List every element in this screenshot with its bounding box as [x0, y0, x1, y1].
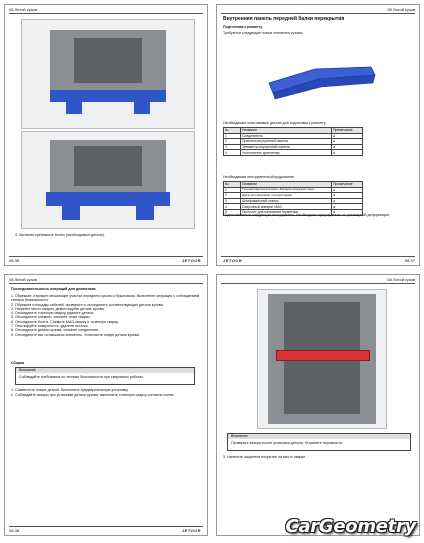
footnote: Подготовленные следующие инструменты. Не… — [223, 213, 391, 217]
manual-page-2: 08 Литой кузов Внутренняя панель передне… — [216, 4, 420, 266]
warning-label: Внимание — [228, 434, 410, 439]
page-title: Внутренняя панель передней балки перекры… — [223, 16, 345, 22]
highlighted-bracket — [62, 206, 80, 220]
page-header: 08 Литой кузов — [217, 275, 419, 284]
step-text: 1. Обрежьте, отрежьте мешающие участки п… — [11, 294, 200, 303]
page-number: 08-38 — [9, 528, 20, 533]
manual-page-4: 08 Литой кузов Внимание Проверьте зазоры… — [216, 274, 420, 536]
page-number: 08-36 — [9, 258, 20, 263]
section-title: 08 Литой кузов — [387, 7, 415, 12]
procedure-steps: 1. Обрежьте, отрежьте мешающие участки п… — [11, 294, 203, 337]
step-text: 1. Совместите новые детали. Выполните пр… — [11, 388, 129, 392]
step-text: 8. Отсоедините детали кузова, снимите со… — [11, 328, 100, 333]
warning-box: Внимание Соблюдайте требования по техник… — [15, 367, 195, 385]
prep-text: Требуются следующие новые элементы кузов… — [223, 31, 303, 35]
step-text: 3. Нагрейте место сварки, демонтируйте д… — [11, 306, 105, 311]
assembly-heading: Сборка — [11, 361, 24, 365]
brand-logo: JETOUR — [223, 258, 243, 263]
highlighted-part — [46, 192, 170, 206]
page-header: 08 Литой кузов — [217, 5, 419, 14]
step-text: 4. Отсоедините точечную сварку, удалите … — [11, 311, 95, 316]
header-rule — [9, 13, 203, 14]
step-text: 3. Нанесите защитное покрытие на место с… — [223, 455, 307, 459]
beam-part-illustration — [255, 39, 385, 115]
car-body-illustration-1 — [21, 19, 195, 129]
footer-rule — [9, 526, 203, 527]
page-footer: 08-38 JETOUR — [5, 525, 207, 535]
step-text: 2. Соблюдайте зазоры при установке детал… — [11, 393, 175, 397]
cell: Уплотнитель крепления — [240, 149, 332, 156]
page-number: 08-37 — [404, 258, 415, 263]
highlighted-bracket — [66, 102, 82, 114]
step-text: 2. Обрежьте площадку кабелей, проверьте … — [11, 302, 164, 307]
footer-rule — [221, 256, 415, 257]
step-text: 6. Отсоедините болты. Снимите MAG-сварку… — [11, 319, 119, 324]
step-text: 3. Затяните крепежные болты (необходимые… — [15, 233, 105, 237]
section-title: 08 Литой кузов — [387, 277, 415, 282]
manual-page-3: 08 Литой кузов Последовательность операц… — [4, 274, 208, 536]
table2-caption: Необходимые инструменты/оборудование — [223, 175, 294, 179]
brand-logo: JETOUR — [181, 258, 201, 263]
car-body-top-view — [257, 289, 387, 429]
body-floor — [74, 146, 142, 186]
table-header-row: № Название Примечание — [223, 127, 363, 134]
step-text: 9. Отсоедините все оставшиеся элементы. … — [11, 332, 140, 337]
brand-logo: JETOUR — [181, 528, 201, 533]
body-floor — [74, 38, 142, 83]
beam-shape — [268, 66, 376, 100]
cell: ● — [331, 149, 363, 156]
page-header: 08 Литой кузов — [5, 275, 207, 284]
page-header: 08 Литой кузов — [5, 5, 207, 14]
cell: 4 — [223, 149, 241, 156]
site-watermark: CarGeometry — [285, 516, 417, 537]
section-title: 08 Литой кузов — [9, 277, 37, 282]
section-title: 08 Литой кузов — [9, 7, 37, 12]
warning-text: Соблюдайте требования по технике безопас… — [19, 375, 145, 379]
car-body-illustration-2 — [21, 131, 195, 229]
footer-rule — [9, 256, 203, 257]
page-footer: JETOUR 08-37 — [217, 255, 419, 265]
highlighted-part — [50, 90, 166, 102]
warning-text: Проверьте зазоры после установки детали.… — [231, 441, 343, 445]
highlighted-bracket — [136, 206, 154, 220]
step-text: 5. Отсоедините элемент, снимите точки св… — [11, 315, 91, 320]
highlighted-bracket — [134, 102, 150, 114]
cell: ● — [331, 209, 363, 216]
prep-heading: Подготовка к ремонту — [223, 25, 263, 29]
warning-box: Внимание Проверьте зазоры после установк… — [227, 433, 411, 451]
manual-page-1: 08 Литой кузов 3. Затяните крепежные бол… — [4, 4, 208, 266]
warning-label: Внимание — [16, 368, 194, 373]
table1-caption: Необходимые пластиковые детали для подго… — [223, 121, 327, 125]
page-footer: 08-36 JETOUR — [5, 255, 207, 265]
procedure-title: Последовательность операций для демонтаж… — [11, 287, 96, 291]
header-rule — [221, 283, 415, 284]
header-rule — [9, 283, 203, 284]
step-text: 7. Отшлифуйте поверхность, удалите остат… — [11, 324, 89, 329]
highlighted-beam — [276, 350, 370, 361]
header-rule — [221, 13, 415, 14]
